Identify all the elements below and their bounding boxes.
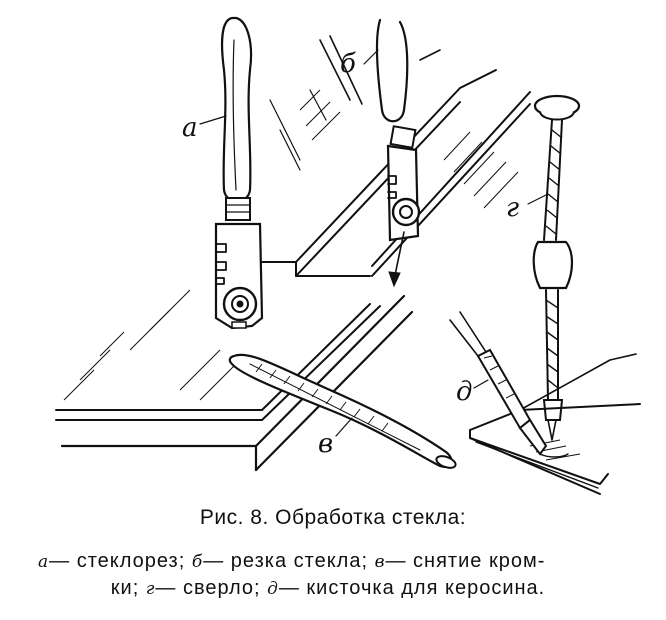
legend-key-d: д (267, 579, 279, 599)
legend-text-d: — кисточка для керосина. (278, 577, 546, 599)
legend-key-g: г (145, 579, 156, 599)
legend-text-b: — резка стекла; (203, 550, 369, 572)
label-b: б (340, 49, 356, 79)
figure-caption-title: Рис. 8. Обработка стекла: (199, 506, 467, 529)
caption-line-2: ки; г— сверло; д— кисточка для керосина. (38, 575, 648, 602)
caption-line-1: а— стеклорез; б— резка стекла; в— снятие… (38, 550, 545, 572)
label-d: д (456, 377, 472, 407)
drill-drawing (527, 94, 581, 441)
legend-key-b: б (191, 552, 204, 572)
brush-drawing (449, 311, 641, 495)
legend-key-a: а (38, 552, 50, 572)
glass-processing-illustration: а б в г д (55, 16, 641, 495)
legend-key-v: в (374, 552, 386, 572)
edge-trimming-drawing (55, 289, 457, 472)
legend-text-a: — стеклорез; (49, 550, 186, 572)
legend-text-continuation: ки; (110, 577, 140, 599)
label-v: в (318, 429, 333, 459)
glass-sheet-drawing (261, 18, 531, 288)
legend-text-g: — сверло; (155, 577, 261, 599)
label-g: г (506, 193, 519, 223)
figure-caption-legend: а— стеклорез; б— резка стекла; в— снятие… (38, 548, 648, 602)
label-a: а (182, 113, 198, 143)
glass-cutter-drawing (199, 16, 264, 330)
legend-text-v: — снятие кром- (385, 550, 546, 572)
